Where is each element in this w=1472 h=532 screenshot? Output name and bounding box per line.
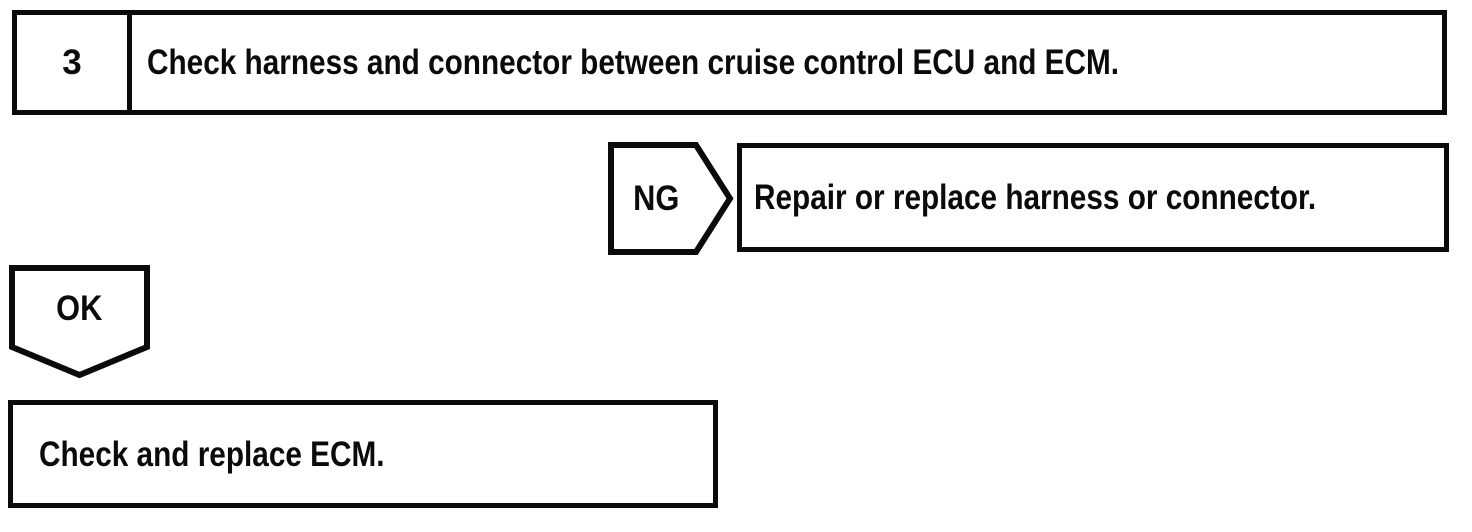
ok-label: OK xyxy=(56,288,103,328)
ng-action-text: Repair or replace harness or connector. xyxy=(754,178,1317,217)
ng-arrow-icon xyxy=(608,142,734,255)
step-number-cell: 3 xyxy=(17,15,132,110)
step-box: 3 Check harness and connector between cr… xyxy=(12,10,1447,115)
ng-action-box: Repair or replace harness or connector. xyxy=(737,143,1449,252)
ng-label-wrap: NG xyxy=(611,145,701,252)
step-title-cell: Check harness and connector between crui… xyxy=(132,15,1442,110)
ok-arrow-icon xyxy=(9,265,150,379)
step-title: Check harness and connector between crui… xyxy=(147,43,1120,82)
ng-label: NG xyxy=(632,179,680,218)
ok-action-box: Check and replace ECM. xyxy=(8,400,718,508)
ok-label-wrap: OK xyxy=(12,268,147,348)
step-number: 3 xyxy=(62,43,82,82)
ok-action-text: Check and replace ECM. xyxy=(39,434,385,474)
